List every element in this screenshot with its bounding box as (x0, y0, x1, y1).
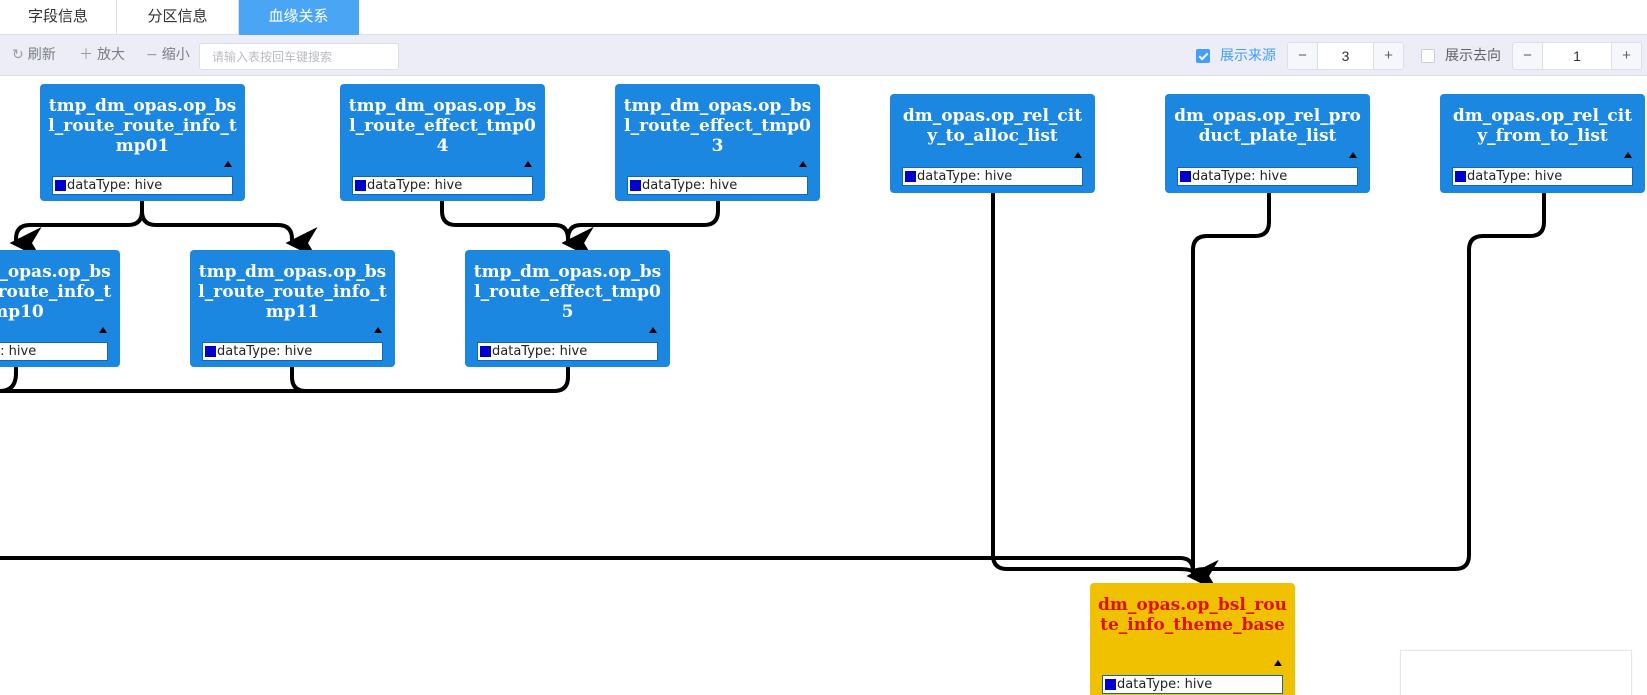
node-field-text: dataType: hive (67, 178, 163, 193)
edge-tmp03-to-tmp05 (561, 199, 720, 259)
node-field-text: dataType: hive (1467, 169, 1563, 184)
triangle-up-icon[interactable] (224, 161, 232, 167)
target-depth-value[interactable]: 1 (1573, 48, 1581, 64)
zoom-out-button[interactable]: −缩小 (146, 45, 190, 65)
node-field: dataType: hive (1177, 167, 1358, 186)
graph-minimap[interactable] (1400, 650, 1632, 695)
field-square-icon (205, 346, 216, 357)
show-target-label[interactable]: 展示去向 (1445, 48, 1501, 64)
lineage-node[interactable]: dm_opas.op_rel_city_to_alloc_list dataTy… (890, 94, 1095, 193)
tab-lineage[interactable]: 血缘关系 (239, 0, 359, 35)
node-field: dataType: hive (1102, 675, 1283, 694)
field-square-icon (1105, 679, 1116, 690)
lineage-node[interactable]: tmp_dm_opas.op_bsl_route_route_info_tmp1… (190, 250, 395, 367)
node-field: dataType: hive (0, 342, 108, 361)
node-field-text: dataType: hive (1192, 169, 1288, 184)
source-depth-value[interactable]: 3 (1341, 48, 1350, 64)
node-title: tmp_dm_opas.op_bsl_route_route_info_tmp1… (198, 262, 387, 322)
node-field-text: dataType: hive (642, 178, 738, 193)
node-field: dataType: hive (52, 176, 233, 195)
node-field: dataType: hive (902, 167, 1083, 186)
lineage-node[interactable]: tmp_dm_opas.op_bsl_route_effect_tmp04 da… (340, 84, 545, 201)
field-square-icon (1455, 171, 1466, 182)
minus-icon: − (146, 47, 158, 63)
triangle-up-icon[interactable] (1074, 152, 1082, 158)
node-title: dm_opas.op_rel_product_plate_list (1174, 106, 1361, 146)
plus-icon: ＋ (79, 47, 93, 63)
edge-tmp04-to-tmp05 (440, 199, 594, 259)
node-field: dataType: hive (627, 176, 808, 195)
field-square-icon (355, 180, 366, 191)
triangle-up-icon[interactable] (374, 327, 382, 333)
triangle-up-icon[interactable] (1624, 152, 1632, 158)
field-square-icon (905, 171, 916, 182)
edge-from-to-list-to-target (1191, 191, 1546, 575)
triangle-up-icon[interactable] (799, 161, 807, 167)
tab-field-info[interactable]: 字段信息 (0, 0, 117, 35)
lineage-node[interactable]: tmp_dm_opas.op_bsl_route_effect_tmp03 da… (615, 84, 820, 201)
edge-tmp01-to-tmp10 (9, 199, 144, 259)
zoom-in-label: 放大 (97, 47, 125, 63)
node-field: dataType: hive (352, 176, 533, 195)
tab-partition-info[interactable]: 分区信息 (117, 0, 239, 35)
node-title: tmp_dm_opas.op_bsl_route_route_info_tmp0… (48, 96, 237, 156)
refresh-icon: ↻ (12, 47, 24, 63)
node-title: tmp_dm_opas.op_bsl_route_effect_tmp03 (623, 96, 812, 156)
lineage-node[interactable]: tmp_dm_opas.op_bsl_route_route_info_tmp0… (40, 84, 245, 201)
lineage-node[interactable]: tmp_dm_opas.op_bsl_route_effect_tmp05 da… (465, 250, 670, 367)
field-square-icon (480, 346, 491, 357)
lineage-toolbar: ↻刷新 ＋放大 −缩小 展示来源 − 3 + 展示去向 − 1 + (0, 35, 1647, 76)
node-title: tmp_dm_opas.op_bsl_route_effect_tmp04 (348, 96, 537, 156)
field-square-icon (55, 180, 66, 191)
triangle-up-icon[interactable] (524, 161, 532, 167)
triangle-up-icon[interactable] (649, 327, 657, 333)
show-source-checkbox[interactable] (1196, 49, 1210, 63)
node-field: dataType: hive (477, 342, 658, 361)
zoom-in-button[interactable]: ＋放大 (79, 45, 125, 65)
lineage-node[interactable]: dm_opas.op_rel_city_from_to_list dataTyp… (1440, 94, 1645, 193)
source-depth-increment[interactable]: + (1373, 43, 1403, 69)
node-title: dm_opas.op_rel_city_from_to_list (1452, 106, 1633, 146)
field-square-icon (1180, 171, 1191, 182)
target-depth-decrement[interactable]: − (1513, 43, 1543, 69)
node-title: dm_opas.op_bsl_route_info_theme_base (1098, 595, 1287, 635)
node-title: dm_opas.op_rel_city_to_alloc_list (902, 106, 1083, 146)
refresh-button[interactable]: ↻刷新 (12, 45, 56, 65)
triangle-up-icon[interactable] (1349, 152, 1357, 158)
edge-tmp11-tmp05-merge (290, 365, 570, 393)
edge-plate-list-to-target (1186, 191, 1271, 592)
refresh-label: 刷新 (27, 47, 56, 63)
triangle-up-icon[interactable] (99, 327, 107, 333)
edge-tmp01-to-tmp11 (140, 199, 318, 259)
lineage-node[interactable]: dm_opas.op_rel_product_plate_list dataTy… (1165, 94, 1370, 193)
node-field-text: dataType: hive (0, 344, 37, 359)
node-field-text: dataType: hive (1117, 677, 1213, 692)
edge-alloc-list-to-target (991, 191, 1195, 575)
zoom-out-label: 缩小 (161, 47, 190, 63)
field-square-icon (630, 180, 641, 191)
source-depth-stepper[interactable]: − 3 + (1287, 42, 1404, 70)
source-depth-decrement[interactable]: − (1288, 43, 1318, 69)
node-field-text: dataType: hive (217, 344, 313, 359)
lineage-node[interactable]: tmp_dm_opas.op_bsl_route_route_info_tmp1… (0, 250, 120, 367)
target-depth-increment[interactable]: + (1611, 43, 1641, 69)
edge-tmp10-merge (0, 365, 18, 393)
node-title: tmp_dm_opas.op_bsl_route_effect_tmp05 (473, 262, 662, 322)
lineage-target-node[interactable]: dm_opas.op_bsl_route_info_theme_base dat… (1090, 583, 1295, 695)
node-field: dataType: hive (202, 342, 383, 361)
target-depth-stepper[interactable]: − 1 + (1512, 42, 1642, 70)
triangle-up-icon[interactable] (1274, 660, 1282, 666)
lineage-graph[interactable]: tmp_dm_opas.op_bsl_route_route_info_tmp0… (0, 77, 1647, 695)
node-field-text: dataType: hive (367, 178, 463, 193)
lineage-edges (0, 191, 1546, 592)
show-source-label[interactable]: 展示来源 (1220, 48, 1276, 64)
tab-bar: 字段信息 分区信息 血缘关系 (0, 0, 1647, 35)
table-search-input[interactable] (199, 43, 399, 70)
show-target-checkbox[interactable] (1421, 49, 1435, 63)
node-field: dataType: hive (1452, 167, 1633, 186)
node-title: tmp_dm_opas.op_bsl_route_route_info_tmp1… (0, 262, 112, 322)
node-field-text: dataType: hive (917, 169, 1013, 184)
node-field-text: dataType: hive (492, 344, 588, 359)
